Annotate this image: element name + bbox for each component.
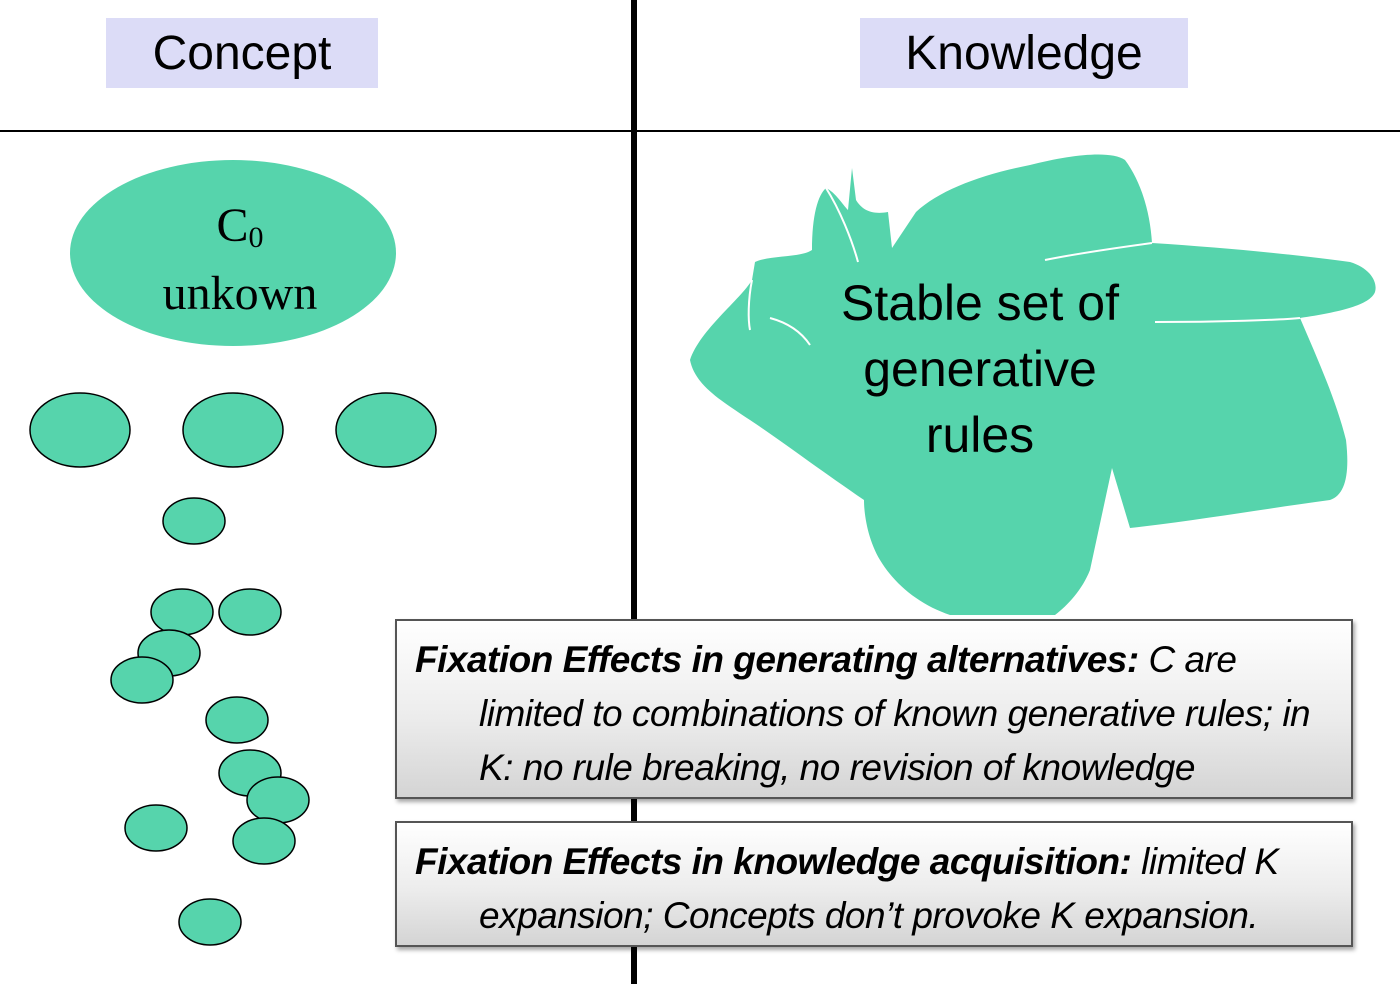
concept-ellipse	[218, 588, 282, 636]
header-divider	[0, 130, 1400, 132]
knowledge-label-line: rules	[925, 407, 1035, 463]
fixation-knowledge-text: limited K expansion; Concepts don’t prov…	[479, 841, 1279, 936]
concept-ellipse	[150, 588, 214, 636]
concept-header-label: Concept	[152, 26, 332, 80]
fixation-alternatives-box: Fixation Effects in generating alternati…	[395, 619, 1353, 799]
concept-ellipse	[246, 776, 310, 824]
concept-ellipse	[124, 804, 188, 852]
concept-header: Concept	[106, 18, 378, 88]
knowledge-header-label: Knowledge	[905, 26, 1143, 80]
c0-label: C0 unkown	[110, 198, 370, 322]
fixation-alternatives-title: Fixation Effects in generating alternati…	[415, 639, 1139, 680]
concept-ellipse	[29, 392, 131, 468]
concept-ellipse	[182, 392, 284, 468]
knowledge-blob-label: Stable set of generative rules	[800, 270, 1160, 468]
c0-text: unkown	[162, 267, 318, 320]
concept-ellipse	[178, 898, 242, 946]
concept-ellipses	[29, 392, 437, 946]
c0-subscript: 0	[248, 221, 264, 254]
c0-ellipse	[70, 160, 396, 346]
knowledge-header: Knowledge	[860, 18, 1188, 88]
fixation-knowledge-title: Fixation Effects in knowledge acquisitio…	[415, 841, 1132, 882]
fixation-knowledge-box: Fixation Effects in knowledge acquisitio…	[395, 821, 1353, 947]
concept-ellipse	[162, 497, 226, 545]
concept-ellipse	[232, 817, 296, 865]
fixation-alternatives-text: C are limited to combinations of known g…	[479, 639, 1311, 788]
knowledge-label-line: Stable set of	[841, 275, 1119, 331]
concept-knowledge-divider	[631, 0, 637, 984]
c0-symbol: C	[216, 199, 249, 252]
knowledge-blob-outlines	[747, 187, 1301, 346]
concept-ellipse	[110, 656, 174, 704]
knowledge-label-line: generative	[863, 341, 1097, 397]
concept-ellipse	[205, 696, 269, 744]
concept-ellipse	[335, 392, 437, 468]
knowledge-blob	[690, 154, 1376, 616]
